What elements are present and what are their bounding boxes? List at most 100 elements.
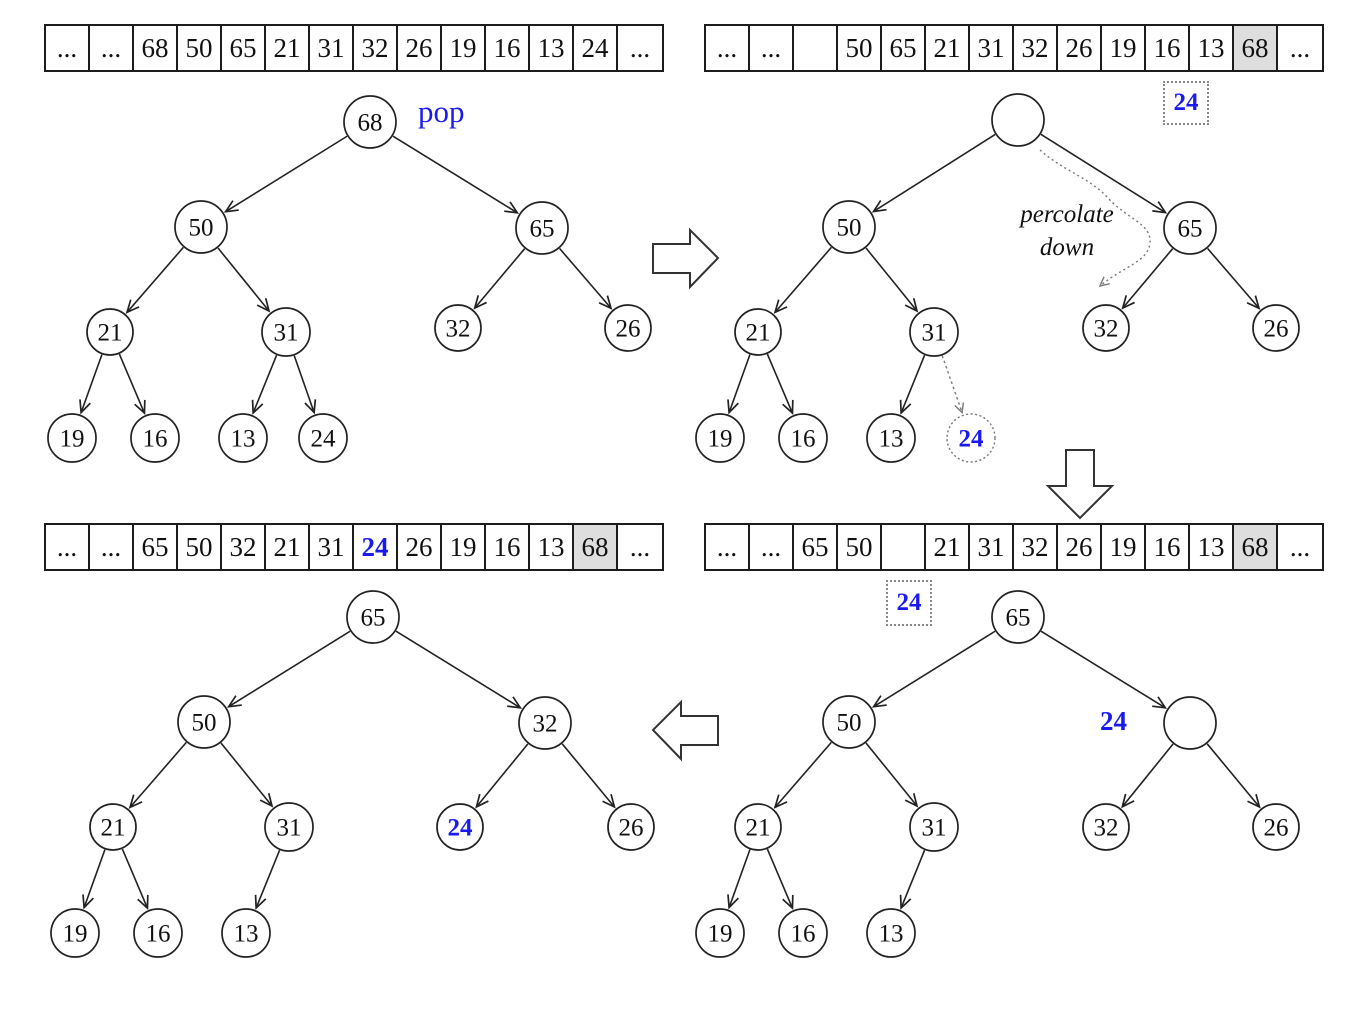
tree-node: [174, 200, 228, 254]
tree-node-value: 31: [277, 815, 302, 842]
array-cell: 65: [794, 525, 838, 569]
tree-node: [991, 590, 1045, 644]
array-cell: ...: [750, 525, 794, 569]
tree-node-value: 65: [361, 605, 386, 632]
array-cell: 13: [1190, 525, 1234, 569]
array-cell: 13: [1190, 26, 1234, 70]
tree-node-value: 32: [1094, 316, 1119, 343]
tree-node-empty: [1163, 696, 1217, 750]
tree-node-value: 65: [1006, 605, 1031, 632]
tree-edge: [871, 133, 996, 213]
tree-edge: [1121, 743, 1174, 809]
array-cell: ...: [706, 525, 750, 569]
tree-edge: [251, 354, 278, 415]
tree-node-value: 16: [143, 426, 168, 453]
array-cell: ...: [46, 525, 90, 569]
tree-node: [778, 413, 828, 463]
tree-edge: [217, 247, 271, 313]
tree-node: [50, 908, 100, 958]
tree-node-value: 13: [879, 426, 904, 453]
tree-node-value: 21: [98, 320, 123, 347]
tree-node: [298, 413, 348, 463]
array-cell: 16: [486, 26, 530, 70]
tree-edge: [121, 848, 149, 911]
array-cell: 26: [398, 26, 442, 70]
tree-edge: [293, 355, 317, 415]
tree-node: [695, 908, 745, 958]
tree-edge: [223, 135, 348, 213]
array-cell: ...: [618, 525, 662, 569]
tree-edge: [558, 247, 613, 310]
tree-edge: [118, 353, 146, 416]
tree-edge: [254, 849, 281, 910]
tree-node: [89, 803, 137, 851]
array-cell: 21: [926, 26, 970, 70]
array-cell: 68: [1234, 26, 1278, 70]
tree-node-value: 13: [231, 426, 256, 453]
tree-node: [1082, 803, 1130, 851]
array-cell: 24: [574, 26, 618, 70]
tree-node: [822, 695, 876, 749]
tree-edge: [475, 743, 529, 809]
tree-node: [778, 908, 828, 958]
tree-node: [133, 908, 183, 958]
tree-node-value: 24: [959, 426, 985, 453]
array-cell: 31: [310, 26, 354, 70]
tree-edge: [128, 741, 187, 809]
tree-node-value: 19: [708, 921, 733, 948]
tree-edge: [865, 742, 919, 808]
tree-edge: [1206, 743, 1261, 809]
tree-node-value: 65: [1178, 216, 1203, 243]
tree-node-value: 19: [63, 921, 88, 948]
tree-node-value: 32: [533, 711, 558, 738]
tree-edge: [899, 354, 926, 415]
tree-edge: [1040, 133, 1168, 214]
array-cell: 50: [178, 525, 222, 569]
array-cell: ...: [618, 26, 662, 70]
array-cell: 68: [134, 26, 178, 70]
tree-edge: [899, 849, 926, 910]
tree-edge: [1121, 248, 1174, 310]
tree-edge: [226, 630, 351, 708]
step3-to-step4-arrow: [651, 699, 719, 762]
popped-value-box: 24: [1163, 81, 1209, 125]
tree-node-value: 50: [189, 215, 214, 242]
array-cell: 19: [1102, 26, 1146, 70]
percolate-down-label-line2: down: [1039, 234, 1095, 261]
tree-edge: [727, 354, 751, 415]
tree-edge: [941, 355, 965, 414]
array-cell: ...: [1278, 525, 1322, 569]
pending-value-box: 24: [886, 580, 932, 626]
percolate-down-label-line1: percolate: [1020, 201, 1114, 228]
tree-edge: [82, 849, 106, 910]
array-cell: 16: [486, 525, 530, 569]
tree-node: [822, 200, 876, 254]
tree-node-value: 26: [1264, 815, 1289, 842]
array-cell: 65: [222, 26, 266, 70]
tree-node: [866, 908, 916, 958]
tree-edge: [773, 246, 832, 314]
tree-node: [604, 304, 652, 352]
tree-node-value: 21: [101, 815, 126, 842]
tree-node: [1082, 304, 1130, 352]
array-cell: 31: [310, 525, 354, 569]
tree-edge: [392, 135, 520, 214]
tree-node-value: 24: [448, 815, 474, 842]
tree-node-value: 50: [837, 710, 862, 737]
percolating-value-label: 24: [1100, 706, 1127, 736]
tree-edge: [727, 849, 751, 910]
tree-node: [47, 413, 97, 463]
tree-node: [218, 413, 268, 463]
array-cell: 21: [926, 525, 970, 569]
array-cell: 26: [398, 525, 442, 569]
array-cell: 16: [1146, 525, 1190, 569]
tree-node: [261, 307, 311, 357]
tree-node-value: 32: [1094, 815, 1119, 842]
tree-node: [734, 803, 782, 851]
percolate-down-label: percolate down: [982, 198, 1152, 264]
